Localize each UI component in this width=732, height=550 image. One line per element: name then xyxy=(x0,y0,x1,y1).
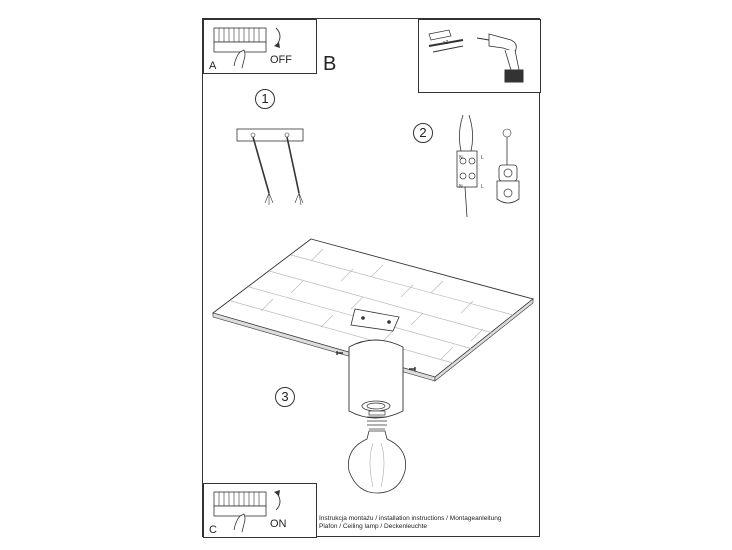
panel-b-tools: x2 xyxy=(418,19,541,93)
drill-icon xyxy=(476,33,524,83)
panel-c-on-label: ON xyxy=(270,518,287,530)
panel-a-letter: A xyxy=(209,60,217,72)
ground-terminal-icon xyxy=(496,128,520,204)
terminal-l-top: L xyxy=(481,155,484,161)
terminal-n-top: N xyxy=(459,155,463,161)
light-bulb-icon xyxy=(348,410,406,494)
panel-a-power-off: A OFF xyxy=(203,19,317,74)
quantity-label: x2 xyxy=(443,40,449,46)
step-1-marker: 1 xyxy=(255,89,275,109)
step-3-marker: 3 xyxy=(275,387,295,407)
panel-c-power-on: C ON xyxy=(203,483,317,538)
caption-line-2: Plafon / Ceiling lamp / Deckenleuchte xyxy=(319,523,428,530)
terminal-block-illustration xyxy=(456,114,478,218)
panel-a-off-label: OFF xyxy=(270,54,292,66)
caption: Instrukcja montażu / installation instru… xyxy=(319,515,501,531)
circuit-breaker-off-icon xyxy=(213,27,281,69)
ceiling-mount-illustration xyxy=(212,238,534,419)
mains-wires-illustration xyxy=(236,128,304,206)
terminal-l-bottom: L xyxy=(481,184,484,190)
terminal-n-bottom: N xyxy=(459,184,463,190)
step-2-marker: 2 xyxy=(413,123,433,143)
panel-c-letter: C xyxy=(209,524,217,536)
circuit-breaker-on-icon xyxy=(213,490,281,533)
wall-plugs-and-screws-icon xyxy=(428,29,464,53)
instruction-sheet: A OFF B x2 1 2 3 xyxy=(202,18,541,538)
caption-line-1: Instrukcja montażu / installation instru… xyxy=(319,515,502,522)
panel-b-letter: B xyxy=(323,53,337,75)
